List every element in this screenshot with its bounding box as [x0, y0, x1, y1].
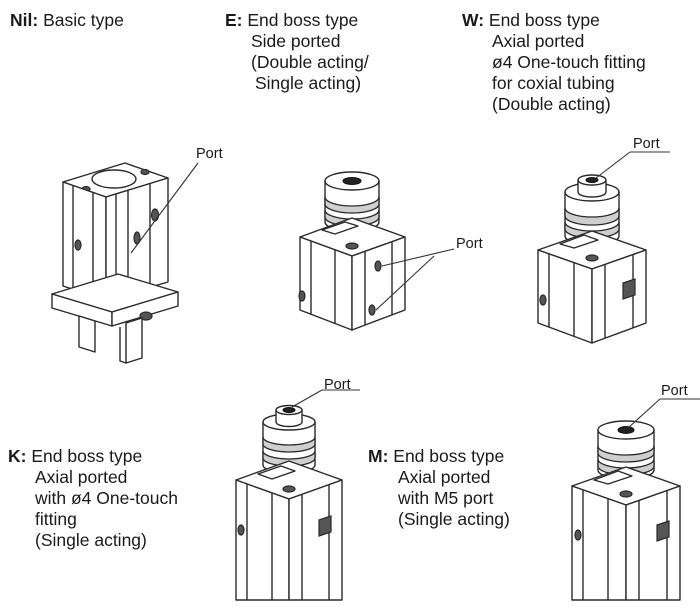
- cylinder-nil-illustration: [51, 162, 199, 364]
- variant-nil-code: Nil:: [10, 10, 39, 30]
- variant-k-line-1: End boss type: [31, 446, 143, 466]
- cylinder-m-illustration: [571, 398, 700, 601]
- variant-w-line-2: Axial ported: [492, 31, 585, 51]
- port-label-e: Port: [456, 236, 483, 252]
- variant-m-label: M: End boss type Axial ported with M5 po…: [368, 446, 510, 530]
- variant-m-line-1: End boss type: [393, 446, 505, 466]
- variant-m-code: M:: [368, 446, 389, 466]
- variant-e-label: E: End boss type Side ported (Double act…: [225, 10, 369, 94]
- variant-m-line-2: Axial ported: [398, 467, 491, 487]
- variant-w-line-3: ø4 One-touch fitting: [492, 52, 646, 72]
- variant-k-line-5: (Single acting): [35, 530, 147, 550]
- variant-k-line-3: with ø4 One-touch: [35, 488, 178, 508]
- cylinder-e-illustration: [298, 171, 455, 331]
- port-label-m: Port: [661, 383, 688, 399]
- variant-nil-line-1: Basic type: [43, 10, 124, 30]
- variant-e-code: E:: [225, 10, 243, 30]
- variant-w-line-4: for coxial tubing: [492, 73, 615, 93]
- variant-w-label: W: End boss type Axial ported ø4 One-tou…: [462, 10, 646, 115]
- variant-m-line-3: with M5 port: [398, 488, 494, 508]
- variant-e-line-2: Side ported: [251, 31, 341, 51]
- variant-nil-label: Nil: Basic type: [10, 10, 124, 31]
- cylinder-k-illustration: [235, 389, 360, 601]
- variant-k-line-4: fitting: [35, 509, 77, 529]
- variant-k-label: K: End boss type Axial ported with ø4 On…: [8, 446, 178, 551]
- variant-k-code: K:: [8, 446, 27, 466]
- variant-e-line-3: (Double acting/: [251, 52, 369, 72]
- port-label-k: Port: [324, 377, 351, 393]
- variant-w-code: W:: [462, 10, 485, 30]
- variant-w-line-1: End boss type: [488, 10, 600, 30]
- variant-w-line-5: (Double acting): [492, 94, 611, 114]
- variant-e-line-1: End boss type: [247, 10, 359, 30]
- port-label-w: Port: [633, 136, 660, 152]
- variant-k-line-2: Axial ported: [35, 467, 128, 487]
- variant-e-line-4: Single acting): [255, 73, 362, 93]
- variant-m-line-4: (Single acting): [398, 509, 510, 529]
- cylinder-w-illustration: [537, 151, 670, 344]
- port-label-nil: Port: [196, 146, 223, 162]
